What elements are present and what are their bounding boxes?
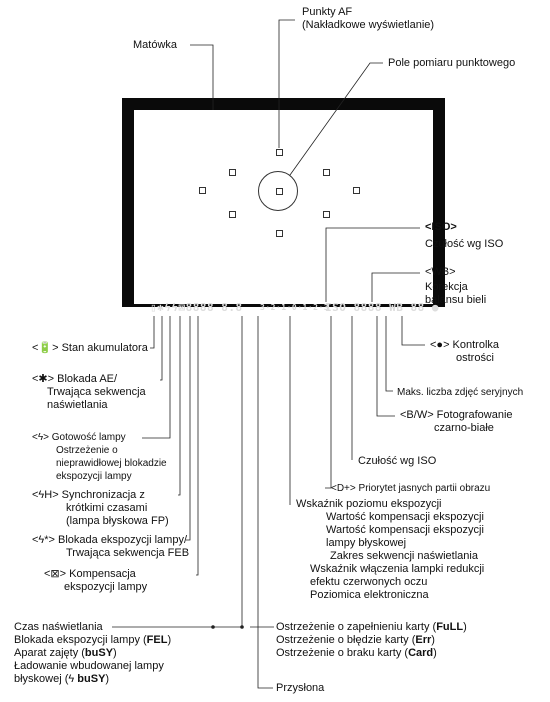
af-points-label: Punkty AF (Nakładkowe wyświetlanie) <box>302 6 435 31</box>
wb-caption-label: Korekcja balansu bieli <box>425 281 487 306</box>
af-point <box>276 149 283 156</box>
lcd-left-segment: ▯✱ϟϟ⊠8888 8.8 <box>150 301 243 314</box>
battery-label: <🔋> Stan akumulatora <box>32 342 148 354</box>
af-point <box>199 187 206 194</box>
flash-ready-label: <ϟ> Gotowość lampy Ostrzeżenie o niepraw… <box>32 432 167 482</box>
max-burst-label: Maks. liczba zdjęć seryjnych <box>397 387 524 398</box>
highlight-priority-label: <D+> Priorytet jasnych partii obrazu <box>331 483 491 494</box>
lcd-right-segment: ISO 8888 WB 88 ● <box>325 301 439 314</box>
af-point <box>353 187 360 194</box>
spot-circle-label: Pole pomiaru punktowego <box>388 57 516 69</box>
monochrome-label: <B/W> Fotografowanie czarno-białe <box>400 409 513 434</box>
lcd-exposure-scale: 3·2·1·0·1·2·3 <box>260 303 330 312</box>
af-point <box>229 169 236 176</box>
hss-label: <ϟH> Synchronizacja z krótkimi czasami (… <box>32 489 169 527</box>
focusing-screen-label: Matówka <box>133 39 178 51</box>
ae-lock-label: <✱> Blokada AE/ Trwająca sekwencja naświ… <box>32 373 146 411</box>
exposure-level-label: Wskaźnik poziomu ekspozycji Wartość komp… <box>296 498 485 601</box>
spot-metering-circle <box>258 171 298 211</box>
iso-speed-label: Czułość wg ISO <box>358 455 437 467</box>
flash-comp-label: <⊠> Kompensacja ekspozycji lampy <box>44 568 148 593</box>
fe-lock-label: <ϟ*> Blokada ekspozycji lampy/ Trwająca … <box>32 534 190 559</box>
af-point <box>323 211 330 218</box>
iso-caption-label: Czułość wg ISO <box>425 238 504 250</box>
card-warning-label: Ostrzeżenie o zapełnieniu karty (FuLL) O… <box>276 621 467 659</box>
af-point <box>229 211 236 218</box>
iso-symbol-label: <ISO> <box>425 221 457 233</box>
af-point <box>323 169 330 176</box>
focus-confirm-label: <●> Kontrolka ostrości <box>430 339 500 364</box>
aperture-label: Przysłona <box>276 682 325 694</box>
shutter-label: Czas naświetlania Blokada ekspozycji lam… <box>14 621 172 685</box>
wb-symbol-label: <WB> <box>425 266 456 278</box>
af-point <box>276 230 283 237</box>
